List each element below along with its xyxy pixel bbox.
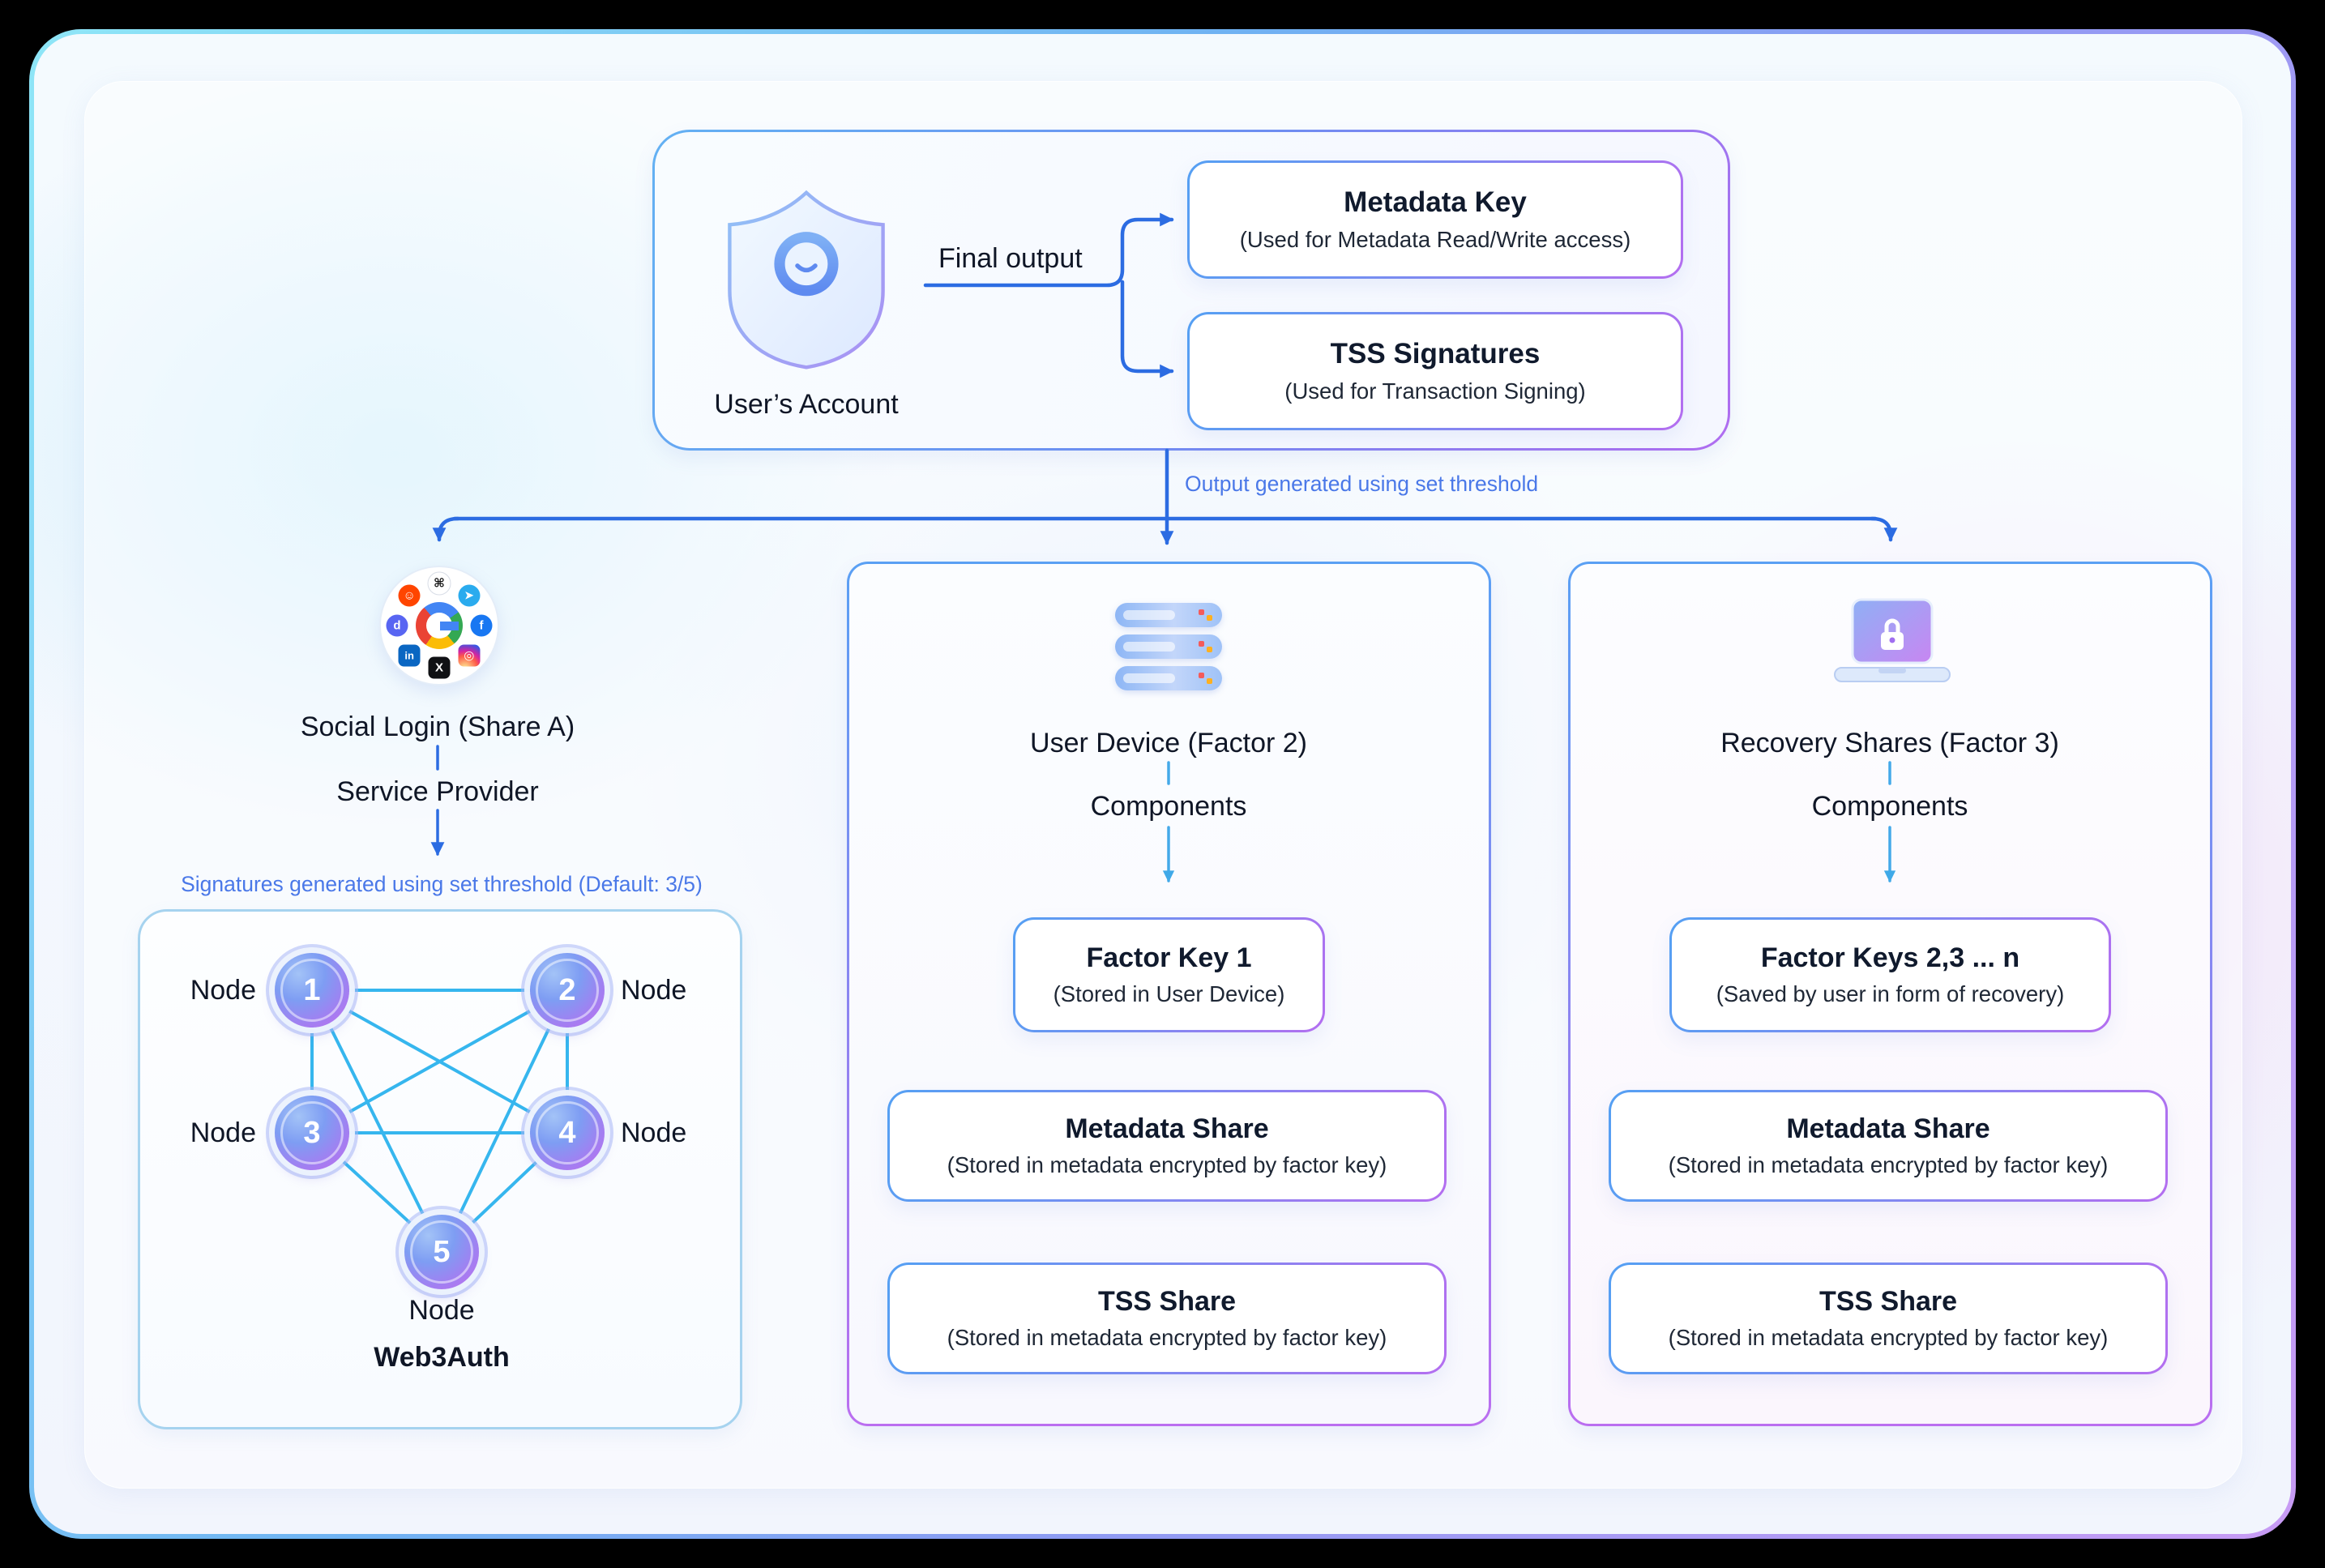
laptop-lock-svg bbox=[1834, 598, 1951, 682]
social-login-title: Social Login (Share A) bbox=[300, 711, 575, 742]
factor-key-1-box: Factor Key 1 (Stored in User Device) bbox=[1013, 917, 1325, 1032]
factor-key-1-subtitle: (Stored in User Device) bbox=[1053, 981, 1285, 1007]
telegram-icon: ➤ bbox=[458, 584, 481, 607]
network-node-5: 5 bbox=[404, 1215, 479, 1289]
device-metadata-share-subtitle: (Stored in metadata encrypted by factor … bbox=[947, 1152, 1387, 1178]
network-node-4: 4 bbox=[530, 1096, 605, 1170]
device-metadata-share-box: Metadata Share (Stored in metadata encry… bbox=[887, 1090, 1447, 1202]
metadata-key-box: Metadata Key (Used for Metadata Read/Wri… bbox=[1187, 160, 1683, 279]
device-tss-share-title: TSS Share bbox=[1097, 1285, 1237, 1317]
service-provider-label: Service Provider bbox=[336, 776, 539, 807]
factor-keys-n-box: Factor Keys 2,3 ... n (Saved by user in … bbox=[1669, 917, 2111, 1032]
web3auth-caption: Web3Auth bbox=[374, 1342, 510, 1373]
facebook-icon: f bbox=[470, 614, 493, 637]
recovery-shares-title: Recovery Shares (Factor 3) bbox=[1720, 728, 2059, 758]
reddit-icon: ☺ bbox=[398, 584, 421, 607]
server-stack-icon bbox=[1115, 603, 1222, 698]
user-account-label: User’s Account bbox=[714, 389, 899, 420]
tss-signatures-title: TSS Signatures bbox=[1330, 338, 1541, 370]
node-label-1: Node bbox=[190, 975, 256, 1006]
laptop-lock-icon bbox=[1825, 596, 1960, 691]
network-node-1: 1 bbox=[275, 953, 349, 1028]
instagram-icon: ◎ bbox=[458, 644, 481, 667]
factor-keys-n-subtitle: (Saved by user in form of recovery) bbox=[1716, 981, 2065, 1007]
node-label-2: Node bbox=[621, 975, 687, 1006]
tss-signatures-box: TSS Signatures (Used for Transaction Sig… bbox=[1187, 312, 1683, 430]
recovery-metadata-share-subtitle: (Stored in metadata encrypted by factor … bbox=[1668, 1152, 2109, 1178]
discord-icon: d bbox=[386, 614, 408, 637]
device-tss-share-subtitle: (Stored in metadata encrypted by factor … bbox=[947, 1325, 1387, 1351]
device-tss-share-box: TSS Share (Stored in metadata encrypted … bbox=[887, 1263, 1447, 1374]
apple-icon: ⌘ bbox=[427, 571, 451, 596]
node-label-5: Node bbox=[408, 1295, 475, 1326]
shield-key-icon bbox=[717, 185, 895, 379]
x-icon: X bbox=[428, 656, 451, 679]
node-label-4: Node bbox=[621, 1117, 687, 1148]
final-output-label: Final output bbox=[938, 243, 1083, 274]
node-label-3: Node bbox=[190, 1117, 256, 1148]
recovery-components-label: Components bbox=[1811, 791, 1968, 822]
metadata-key-title: Metadata Key bbox=[1344, 186, 1527, 219]
user-device-title: User Device (Factor 2) bbox=[1030, 728, 1307, 758]
signatures-threshold-label: Signatures generated using set threshold… bbox=[181, 872, 703, 896]
shield-key-svg bbox=[728, 190, 885, 370]
factor-key-1-title: Factor Key 1 bbox=[1086, 942, 1252, 973]
output-threshold-label: Output generated using set threshold bbox=[1185, 472, 1539, 496]
factor-keys-n-title: Factor Keys 2,3 ... n bbox=[1760, 942, 2020, 973]
metadata-key-subtitle: (Used for Metadata Read/Write access) bbox=[1239, 226, 1631, 252]
google-icon bbox=[416, 602, 463, 649]
linkedin-icon: in bbox=[398, 644, 421, 667]
recovery-tss-share-box: TSS Share (Stored in metadata encrypted … bbox=[1609, 1263, 2168, 1374]
recovery-tss-share-title: TSS Share bbox=[1819, 1285, 1958, 1317]
recovery-tss-share-subtitle: (Stored in metadata encrypted by factor … bbox=[1668, 1325, 2109, 1351]
device-components-label: Components bbox=[1090, 791, 1247, 822]
network-node-3: 3 bbox=[275, 1096, 349, 1170]
recovery-metadata-share-box: Metadata Share (Stored in metadata encry… bbox=[1609, 1090, 2168, 1202]
social-login-icon: ⌘ ➤ f ◎ X in d ☺ bbox=[379, 566, 499, 686]
device-metadata-share-title: Metadata Share bbox=[1065, 1113, 1269, 1144]
recovery-metadata-share-title: Metadata Share bbox=[1786, 1113, 1990, 1144]
tss-signatures-subtitle: (Used for Transaction Signing) bbox=[1284, 378, 1586, 404]
network-node-2: 2 bbox=[530, 953, 605, 1028]
